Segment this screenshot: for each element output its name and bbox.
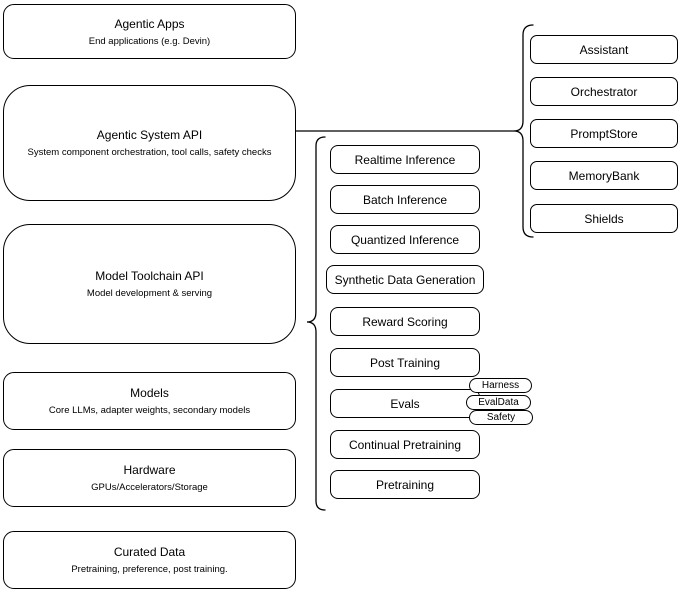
node-title: Model Toolchain API [95, 269, 204, 283]
eval-tag-evaldata: EvalData [466, 395, 531, 410]
toolchain-item-continual-pretraining: Continual Pretraining [330, 430, 480, 459]
toolchain-item-pretraining: Pretraining [330, 470, 480, 499]
component-memorybank: MemoryBank [530, 161, 678, 190]
node-subtitle: Core LLMs, adapter weights, secondary mo… [48, 405, 251, 416]
node-agentic-apps: Agentic Apps End applications (e.g. Devi… [3, 4, 296, 59]
eval-tag-harness: Harness [469, 378, 532, 393]
node-agentic-system-api: Agentic System API System component orch… [3, 85, 296, 201]
node-subtitle: Model development & serving [86, 288, 213, 299]
toolchain-item-batch-inference: Batch Inference [330, 185, 480, 214]
node-subtitle: GPUs/Accelerators/Storage [91, 482, 208, 493]
node-title: Curated Data [113, 545, 186, 559]
node-title: Agentic Apps [114, 16, 185, 31]
node-models: Models Core LLMs, adapter weights, secon… [3, 372, 296, 430]
toolchain-item-realtime-inference: Realtime Inference [330, 145, 480, 174]
node-title: Hardware [123, 463, 176, 477]
node-subtitle: End applications (e.g. Devin) [88, 35, 211, 47]
node-subtitle: Pretraining, preference, post training. [71, 564, 228, 575]
toolchain-item-evals: Evals [330, 389, 480, 418]
node-title: Agentic System API [96, 128, 203, 142]
components-bracket [513, 24, 534, 238]
component-assistant: Assistant [530, 35, 678, 64]
node-hardware: Hardware GPUs/Accelerators/Storage [3, 449, 296, 507]
toolchain-item-quantized-inference: Quantized Inference [330, 225, 480, 254]
eval-tag-safety: Safety [469, 410, 533, 425]
component-shields: Shields [530, 204, 678, 233]
toolchain-item-post-training: Post Training [330, 348, 480, 377]
node-title: Models [130, 386, 169, 400]
component-orchestrator: Orchestrator [530, 77, 678, 106]
node-subtitle: System component orchestration, tool cal… [27, 147, 272, 158]
toolchain-item-reward-scoring: Reward Scoring [330, 307, 480, 336]
node-model-toolchain-api: Model Toolchain API Model development & … [3, 224, 296, 344]
component-promptstore: PromptStore [530, 119, 678, 148]
node-curated-data: Curated Data Pretraining, preference, po… [3, 531, 296, 589]
toolchain-item-synthetic-data-generation: Synthetic Data Generation [326, 265, 484, 294]
toolchain-bracket [306, 136, 326, 511]
